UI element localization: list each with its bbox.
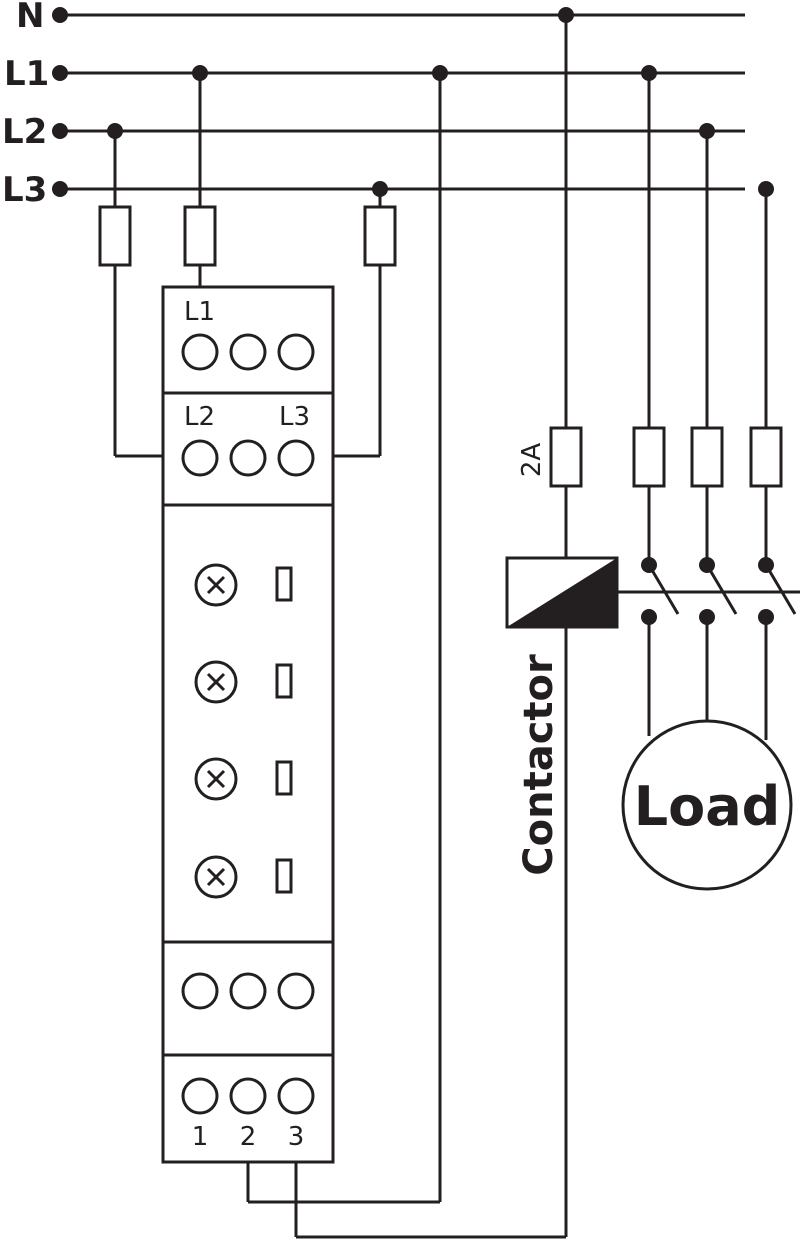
output-terminal-3-label: 3 [288,1122,305,1152]
junction-l1 [192,65,208,81]
bus-l1-label: L1 [4,54,49,94]
terminal-screw [277,439,315,477]
contact-blade-l2 [705,564,738,615]
fuse-load-l3 [749,426,783,488]
load-circuit: Load [621,65,797,891]
fuse-l2 [98,205,132,267]
terminal-screw [181,439,219,477]
contactor-label: Contactor [516,654,562,876]
relay-supply-wiring [98,65,397,458]
terminal-screw [229,439,267,477]
terminal-screw [277,333,315,371]
terminal-screw [181,972,219,1010]
contactor-coil-fill [507,558,617,627]
bus-l3-terminal [52,181,68,197]
load-label: Load [634,775,781,838]
indicator-slot [275,760,293,796]
lamp-cross-icon [206,575,226,595]
fuse-l1 [183,205,217,267]
fuse-2a [549,426,583,488]
relay-terminal-label-l3: L3 [279,402,310,432]
bus-l2-terminal [52,123,68,139]
fuse-load-l2 [690,426,724,488]
fuse-load-l1 [632,426,666,488]
indicator-panel [194,563,293,899]
control-wiring: 2A [246,7,583,1239]
contact-blade-l1 [647,564,680,615]
terminal-screw [229,972,267,1010]
fuse-l3 [363,205,397,267]
relay-terminal-label-l2: L2 [184,402,215,432]
contactor: Contactor [505,556,800,876]
junction-l1-control [432,65,448,81]
indicator-slot [275,566,293,602]
lamp-cross-icon [206,672,226,692]
contact-blade-l3 [764,564,797,615]
junction-load-l3 [758,181,774,197]
output-terminal-2-label: 2 [240,1122,257,1152]
junction-load-l1 [641,65,657,81]
junction-n [558,7,574,23]
terminal-screw [181,1077,219,1115]
bus-n-label: N [16,0,44,36]
load-circle [621,719,793,891]
bus-l3-label: L3 [2,170,47,210]
bus-n-terminal [52,7,68,23]
terminal-screw [229,333,267,371]
bus-l2-label: L2 [2,112,47,152]
terminal-screw [277,972,315,1010]
terminal-screw [277,1077,315,1115]
lamp-cross-icon [206,769,226,789]
relay-housing [161,285,335,1164]
terminal-screw [181,333,219,371]
relay-terminal-label-l1: L1 [184,297,215,327]
lamp-cross-icon [206,867,226,887]
indicator-slot [275,663,293,699]
supply-buses: N L1 L2 L3 [2,0,745,210]
terminal-screw [229,1077,267,1115]
junction-l2 [107,123,123,139]
junction-load-l2 [699,123,715,139]
phase-relay: L1 L2 L3 [161,285,335,1164]
junction-l3 [372,181,388,197]
fuse-2a-label: 2A [517,443,547,478]
indicator-slot [275,858,293,894]
output-terminal-1-label: 1 [192,1122,209,1152]
bus-l1-terminal [52,65,68,81]
